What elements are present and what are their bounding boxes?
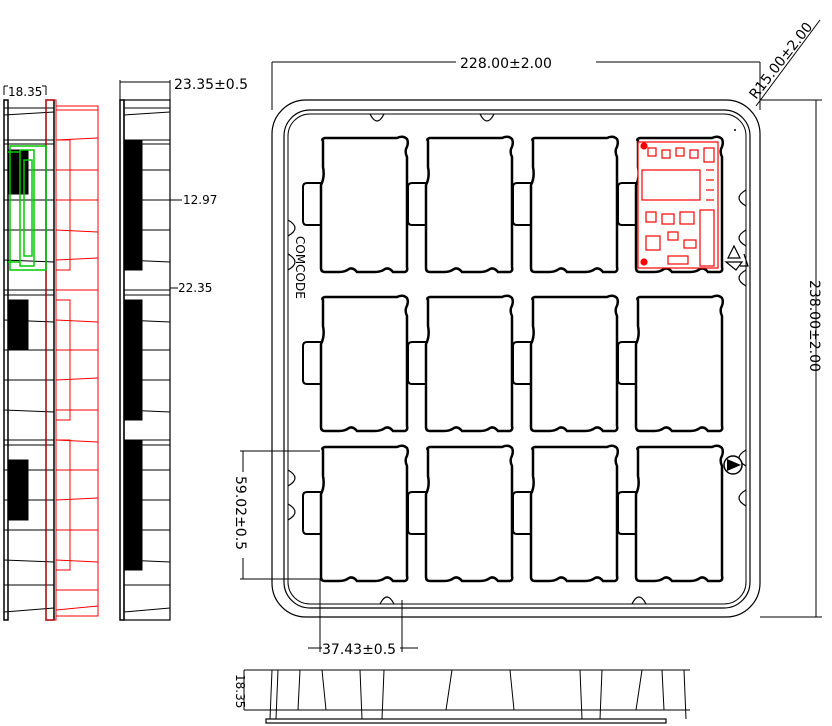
component-overlay — [8, 145, 47, 271]
tray-width-dim: 228.00±2.00 — [460, 56, 552, 72]
pocket-row-3 — [301, 444, 725, 583]
pcb-in-pocket — [637, 141, 719, 269]
inner-height-b-dim: 22.35 — [178, 281, 212, 295]
left-view-width-dim: 18.35 — [8, 85, 42, 99]
inner-height-a-dim: 12.97 — [183, 193, 217, 207]
overall-height-dim: 23.35±0.5 — [174, 77, 248, 93]
recycle-icon — [724, 244, 749, 271]
pcb-overlay — [45, 99, 99, 621]
esd-warning-icon — [723, 455, 743, 475]
top-view: 228.00±2.00 238.00±2.00 R15.00±2.00 — [232, 20, 822, 658]
side-view-left: 18.35 — [3, 85, 99, 621]
pocket-row-2 — [301, 294, 725, 433]
corner-radius-dim: R15.00±2.00 — [747, 20, 817, 103]
tray-height-dim: 238.00±2.00 — [806, 280, 822, 372]
pocket-height-dim: 59.02±0.5 — [232, 476, 248, 550]
pocket-width-dim: 37.43±0.5 — [322, 642, 396, 658]
side-view-right: 23.35±0.5 12.97 22.35 — [119, 77, 248, 621]
bottom-view-height-dim: 18.35 — [233, 674, 247, 708]
brand-label: COMCODE — [293, 236, 307, 299]
bottom-view: 18.35 — [233, 669, 690, 724]
